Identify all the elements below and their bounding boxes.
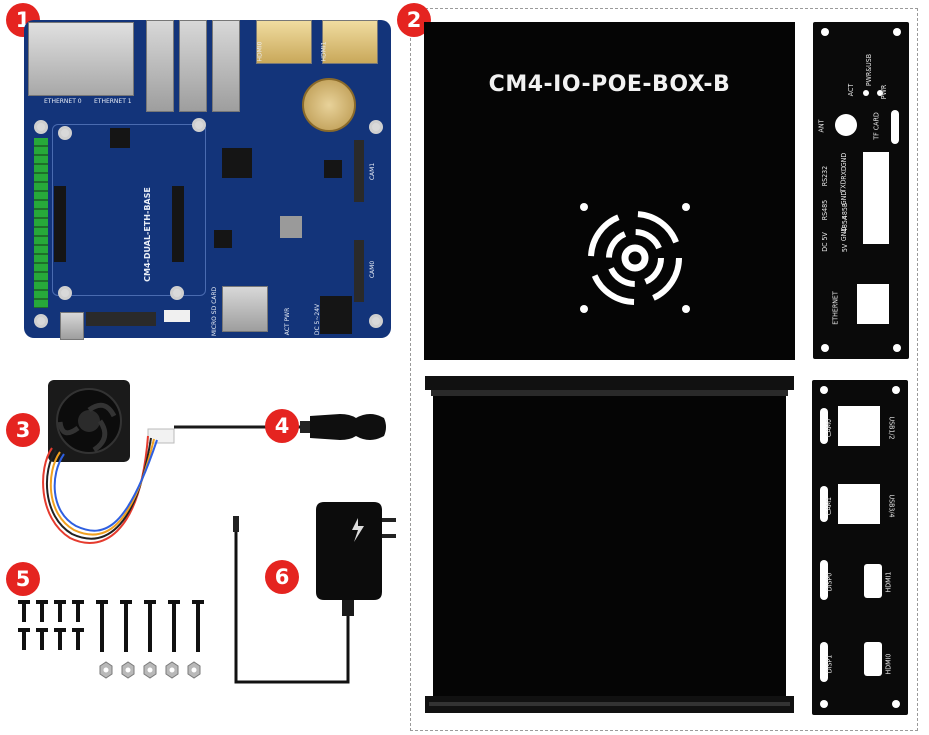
ant-label: ANT xyxy=(817,119,826,133)
mount-hole-bl xyxy=(34,314,48,328)
ethernet-label: ETHERNET xyxy=(831,291,840,325)
chip-b xyxy=(222,148,252,178)
cam0-label: CAM0 xyxy=(369,260,377,279)
hdmi1-hole xyxy=(864,564,882,598)
power-adapter xyxy=(233,502,396,684)
5v-label: 5V xyxy=(841,243,850,253)
rear-hole-tr xyxy=(892,386,900,394)
coin-battery xyxy=(302,78,356,132)
socket-right xyxy=(172,186,184,262)
tf-card-slot xyxy=(891,110,899,144)
rear-hole-tl xyxy=(820,386,828,394)
case-lid: CM4-IO-POE-BOX-B xyxy=(424,22,795,360)
case-title: CM4-IO-POE-BOX-B xyxy=(488,72,731,97)
board-name-label: CM4-DUAL-ETH-BASE xyxy=(142,187,152,282)
act-pwr-label: ACT PWR xyxy=(284,307,292,336)
hdmi0-label-rear: HDMI0 xyxy=(884,653,893,675)
badge-3: 3 xyxy=(6,413,40,447)
mount-hole-br xyxy=(369,314,383,328)
led-hole-1 xyxy=(863,90,869,96)
hdmi-port-0 xyxy=(256,20,312,64)
rear-hole-bl xyxy=(820,700,828,708)
rear-panel: CAM0 USB1/2 CAM1 USB3/4 DISP0 HDMI1 DISP… xyxy=(812,380,908,715)
antenna-hole xyxy=(835,114,857,136)
gpio-header xyxy=(34,138,48,308)
usb-port-2 xyxy=(179,20,207,112)
usb-port-3 xyxy=(212,20,240,112)
case-parts-frame xyxy=(410,8,918,731)
case-body xyxy=(425,376,794,713)
fpc-connector xyxy=(86,312,156,326)
cam1-label-rear: CAM1 xyxy=(825,496,834,516)
hdmi1-label-rear: HDMI1 xyxy=(884,571,893,593)
rs485-label: RS485 xyxy=(821,199,830,221)
badge-6: 6 xyxy=(265,560,299,594)
terminal-slot xyxy=(863,152,889,244)
cam1-slot xyxy=(820,486,828,522)
hdmi-port-1 xyxy=(322,20,378,64)
usb34-hole xyxy=(838,484,880,524)
rs232-label: RS232 xyxy=(821,165,830,187)
hdmi0-label: HDMI0 xyxy=(256,41,264,62)
led-hole-2 xyxy=(877,90,883,96)
ethernet-hole xyxy=(857,284,889,324)
cooling-fan xyxy=(42,380,175,544)
chip-a xyxy=(110,128,130,148)
dc-label: DC 5~24V xyxy=(314,303,322,336)
sd-label: MICRO SD CARD xyxy=(211,286,219,337)
sd-slot xyxy=(222,286,268,332)
chip-e xyxy=(280,216,302,238)
usb34-label: USB3/4 xyxy=(887,494,896,518)
mount-hole-tr xyxy=(369,120,383,134)
pwr-usb-label: PWR&USB xyxy=(865,53,874,87)
front-hole-br xyxy=(893,344,901,352)
cam1-connector xyxy=(354,140,364,202)
disp0-slot xyxy=(820,560,828,600)
pwr-label: PWR xyxy=(880,84,889,100)
fan-vent xyxy=(580,203,690,313)
mount-hole-tl xyxy=(34,120,48,134)
act-label: ACT xyxy=(847,83,856,97)
rxd-label: RXD xyxy=(839,166,848,180)
cam0-slot xyxy=(820,408,828,444)
disp1-label: DISP1 xyxy=(825,654,834,674)
usbc-port xyxy=(60,312,84,340)
eth0-label: ETHERNET 0 xyxy=(44,98,82,105)
front-hole-bl xyxy=(821,344,829,352)
hdmi0-hole xyxy=(864,642,882,676)
disp0-label: DISP0 xyxy=(825,572,834,592)
disp1-slot xyxy=(820,642,828,682)
screws-and-nuts xyxy=(18,600,204,679)
front-hole-tl xyxy=(821,28,829,36)
mount-hole-m1 xyxy=(58,126,72,140)
usb-port-1 xyxy=(146,20,174,112)
chip-c xyxy=(324,160,342,178)
gnd3-label: GND xyxy=(840,226,849,242)
fan-header xyxy=(164,310,190,322)
eth1-label: ETHERNET 1 xyxy=(94,98,132,105)
cam1-label: CAM1 xyxy=(369,162,377,181)
dc-jack xyxy=(320,296,352,334)
cam0-connector xyxy=(354,240,364,302)
chip-d xyxy=(214,230,232,248)
front-panel: PWR&USB ACT PWR ANT TF CARD RS232 GND RX… xyxy=(813,22,909,359)
badge-5: 5 xyxy=(6,562,40,596)
mount-hole-m3 xyxy=(58,286,72,300)
cm4-socket-area xyxy=(52,124,206,296)
front-hole-tr xyxy=(893,28,901,36)
carrier-board: ETHERNET 0 ETHERNET 1 HDMI0 HDMI1 CM4-DU… xyxy=(24,20,391,340)
socket-left xyxy=(54,186,66,262)
cam0-label: CAM0 xyxy=(825,418,834,438)
usb12-label: USB1/2 xyxy=(887,416,896,440)
dc5v-label: DC 5V xyxy=(820,232,829,252)
rear-hole-br xyxy=(892,700,900,708)
usb12-hole xyxy=(838,406,880,446)
hdmi1-label: HDMI1 xyxy=(320,41,328,62)
ethernet-port xyxy=(28,22,134,96)
mount-hole-m2 xyxy=(192,118,206,132)
tf-card-label: TF CARD xyxy=(872,112,881,140)
mount-hole-m4 xyxy=(170,286,184,300)
badge-4: 4 xyxy=(265,409,299,443)
